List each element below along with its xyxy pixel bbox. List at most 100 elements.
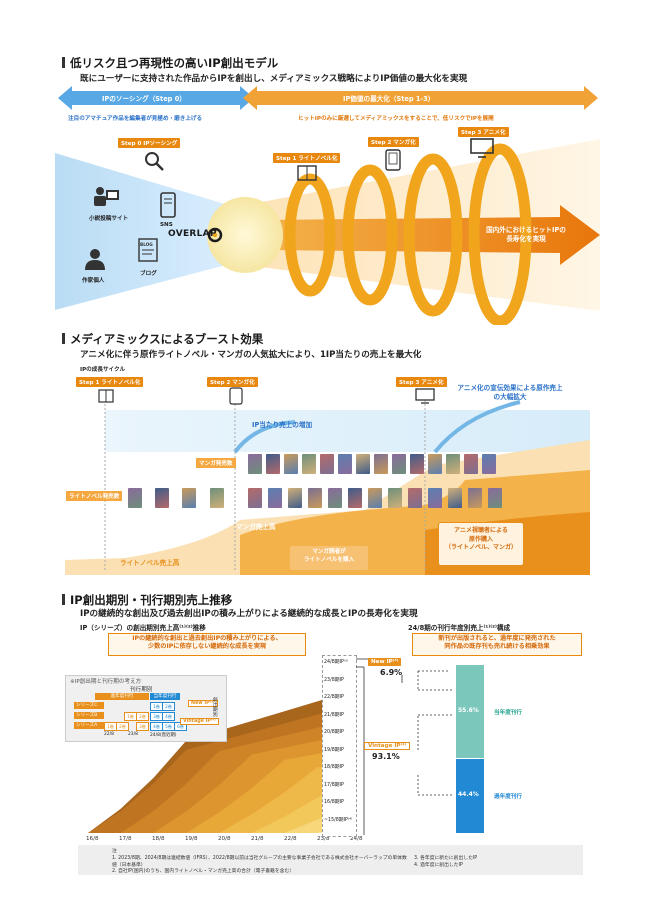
inset-title: ※IP創出期と刊行期の考え方 [70,679,142,685]
sec2-step3-badge: Step 3 アニメ化 [396,377,447,387]
inset-newip: New IP⁽³⁾ [188,700,218,707]
cover-thumbnail [308,488,322,508]
maximize-arrow [243,86,598,110]
section2-subtitle: アニメ化に伴う原作ライトノベル・マンガの人気拡大により、1IP当たりの売上を最大… [80,350,422,360]
book-icon [297,165,317,181]
inset-cell-a2: 2巻 [116,722,129,731]
left-desc: 注目のアマチュア作品を編集者が見極め・磨き上げる [68,116,203,122]
year-tick-label: 16/8 [86,836,99,842]
section3-title: IP創出期別・刊行期別売上推移 [62,592,232,608]
legend-item: 22/8期IP [324,695,344,700]
arrow-left-label: IPのソーシング（Step 0） [102,95,186,103]
sourcing-arrow [58,86,254,110]
cover-thumbnail [428,488,442,508]
year-tick-label: 17/8 [119,836,132,842]
section1-title: 低リスク且つ再現性の高いIP創出モデル [62,55,278,71]
source-author: 作家個人 [82,278,105,284]
bar-top-pct: 55.6% [458,707,479,714]
inset-cell-a3: 3巻 [136,722,149,731]
past-year-bar [456,759,484,833]
vintage-ip-label: Vintage IP⁽⁴⁾ [364,742,411,750]
overlap-logo-text: OVERLAP [168,229,217,239]
step2-badge: Step 2 マンガ化 [368,137,419,147]
year-tick-label: 23/8 [317,836,330,842]
inset-row-b: シリーズB [74,712,104,719]
inset-header-current: 当年度刊行 [150,693,180,700]
legend-item: 24/8期IP⁽³⁾ [324,660,349,665]
cover-thumbnail [356,454,370,474]
cover-thumbnail [266,454,280,474]
current-year-bar [456,665,484,758]
new-ip-label: New IP⁽³⁾ [368,658,402,666]
sec2-book-icon [98,389,114,403]
vintage-ip-pct: 93.1% [372,752,400,761]
legend-item: 17/8期IP [324,782,344,788]
logo-mark-icon [207,227,223,243]
source-novel-site: 小説投稿サイト [89,216,129,222]
cover-thumbnail [428,454,442,474]
footer-head: 注 [112,849,117,854]
bar-top-label: 当年度刊行 [494,710,522,716]
cover-thumbnail [302,454,316,474]
cover-thumbnail [248,454,262,474]
sec2-step1-badge: Step 1 ライトノベル化 [76,377,144,387]
left-note: IPの継続的な創出と過去創出IPの積み上がりによる、 少数のIPに依存しない継続… [108,633,306,656]
cover-thumbnail [348,488,362,508]
inset-side: 創出期別 [213,698,218,719]
manga-release-label: マンガ発売数 [196,458,236,468]
inset-row-a: シリーズA [74,722,104,729]
left-caption: IP（シリーズ）の創出期別売上高⁽¹⁾⁽²⁾推移 [80,624,206,632]
inset-header: 刊行期別 [130,687,153,693]
sec2-step2-badge: Step 2 マンガ化 [207,377,258,387]
year-tick-label: 21/8 [251,836,264,842]
ip-cohort-area [88,776,350,833]
cover-thumbnail [248,488,262,508]
inset-vintage: Vintage IP⁽⁴⁾ [180,718,219,725]
inset-cell-b4: 4巻 [162,712,175,721]
cover-thumbnail [368,488,382,508]
cover-thumbnail [388,488,402,508]
inset-axis-22: 22/8 [104,732,114,737]
right-desc: ヒットIPのみに厳選してメディアミックスをすることで、低リスクでIPを展開 [298,116,494,122]
per-ip-label: IP当たり売上の増加 [252,421,313,429]
sec2-tablet-icon [229,387,243,405]
section1-subtitle: 既にユーザーに支持された作品からIPを創出し、メディアミックス戦略によりIP価値… [80,74,468,84]
blog-icon [138,238,158,262]
cover-thumbnail [155,488,169,508]
inset-header-past: 過年度刊行 [95,693,149,700]
cover-thumbnail [338,454,352,474]
footer-note-3: 3. 各年度に新たに創出したIP [414,856,478,861]
tv-icon [470,138,494,158]
legend-item: 16/8期IP [324,800,344,805]
inset-cell-c2: 2巻 [162,702,175,711]
cover-thumbnail [468,488,482,508]
year-tick-label: 19/8 [185,836,198,842]
step-arrows [58,86,598,110]
cover-thumbnail [408,488,422,508]
composition-connectors [356,658,454,835]
legend-item: 19/8期IP [324,747,344,753]
logo-circle [207,197,283,273]
ip-sales-area-chart [88,691,350,833]
cover-thumbnail [182,488,196,508]
cover-thumbnail [128,488,142,508]
bar-bottom-label: 過年度刊行 [494,794,522,800]
cover-thumbnail [374,454,388,474]
spiral-rings [284,143,532,325]
cycle-label: IPの成長サイクル [80,367,126,373]
step0-badge: Step 0 IPソーシング [118,138,181,148]
footer-notes [78,845,583,875]
cover-thumbnail [328,488,342,508]
manga-sales-label: マンガ売上高 [236,523,276,531]
year-tick-label: 20/8 [218,836,231,842]
right-caption: 24/8期の刊行年度別売上⁽¹⁾⁽²⁾構成 [408,624,511,632]
inset-cell-b2: 2巻 [136,712,149,721]
year-tick-label: 18/8 [152,836,165,842]
per-ip-band [105,410,590,452]
legend-item: 23/8期IP [324,677,344,683]
footer-note-1: 1. 2023/8期、2024/8期は連結数値（IFRS）、2022/8期以前は… [112,856,407,868]
section2-title: メディアミックスによるブースト効果 [62,331,263,347]
cover-thumbnail [448,488,462,508]
year-tick-label: 22/8 [284,836,297,842]
cover-thumbnail [284,454,298,474]
